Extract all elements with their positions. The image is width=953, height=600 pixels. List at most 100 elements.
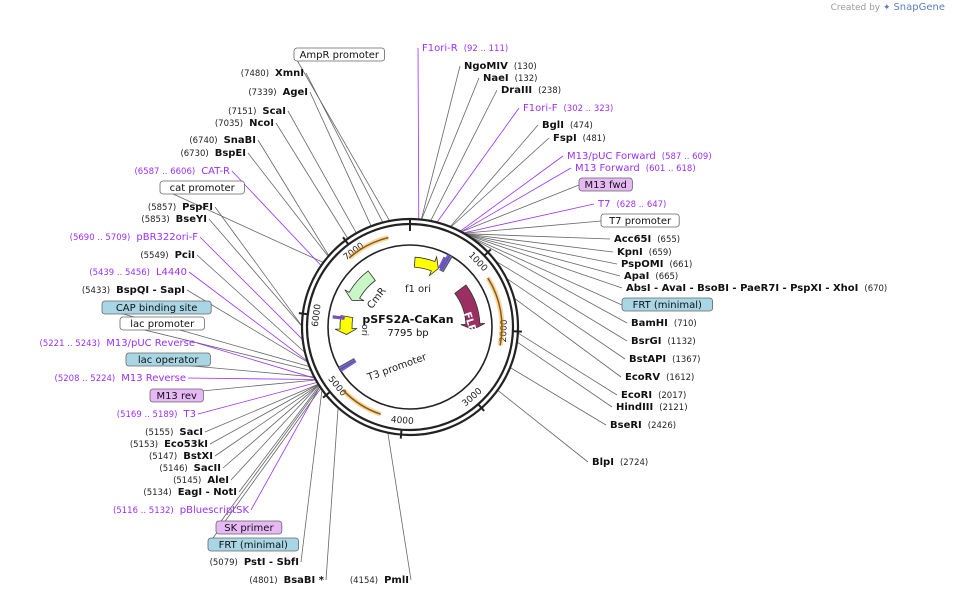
cmr-feature-arrow[interactable] bbox=[344, 270, 376, 302]
map-label-frt-minimal[interactable]: FRT (minimal) bbox=[621, 297, 713, 312]
label-coord: (2121) bbox=[659, 403, 687, 413]
label-name: EcoRV bbox=[625, 372, 660, 383]
map-label-ecorv[interactable]: EcoRV(1612) bbox=[625, 372, 694, 383]
label-coord: (5857) bbox=[148, 203, 176, 213]
orange-arcs bbox=[341, 235, 505, 417]
map-label-saci[interactable]: (5155)SacI bbox=[145, 427, 203, 438]
map-label-t3[interactable]: (5169 .. 5189)T3 bbox=[117, 409, 196, 420]
map-label-m13-puc-reverse[interactable]: (5221 .. 5243)M13/pUC Reverse bbox=[40, 338, 195, 349]
feature-label-box bbox=[578, 177, 633, 192]
mcs-stripe bbox=[442, 256, 453, 273]
map-label-t7[interactable]: T7(628 .. 647) bbox=[597, 199, 666, 210]
map-label-psti-sbfi[interactable]: (5079)PstI - SbfI bbox=[210, 557, 299, 568]
label-name: Eco53kI bbox=[164, 439, 208, 450]
map-label-bseri[interactable]: BseRI(2426) bbox=[610, 420, 676, 431]
primer-label: (5439 .. 5456)L4440 bbox=[89, 267, 187, 278]
map-label-frt-minimal[interactable]: FRT (minimal) bbox=[207, 537, 299, 552]
map-label-hindiii[interactable]: HindIII(2121) bbox=[616, 402, 688, 413]
flp-feature-arrow[interactable] bbox=[454, 284, 486, 331]
map-label-t7-promoter[interactable]: T7 promoter bbox=[600, 213, 680, 228]
map-label-m13-reverse[interactable]: (5208 .. 5224)M13 Reverse bbox=[55, 373, 186, 384]
label-connector bbox=[509, 367, 607, 426]
map-label-lac-promoter[interactable]: lac promoter bbox=[119, 316, 205, 331]
label-coord: (481) bbox=[583, 134, 606, 144]
map-label-ncoi[interactable]: (7035)NcoI bbox=[215, 118, 274, 129]
map-label-l4440[interactable]: (5439 .. 5456)L4440 bbox=[89, 267, 187, 278]
map-label-cat-r[interactable]: (6587 .. 6606)CAT-R bbox=[134, 166, 230, 177]
map-label-bspqi-sapi[interactable]: (5433)BspQI - SapI bbox=[82, 285, 185, 296]
map-label-cap-binding-site[interactable]: CAP binding site bbox=[101, 300, 212, 315]
map-label-m13-rev[interactable]: M13 rev bbox=[149, 388, 204, 403]
f1-ori-feature-arrow[interactable] bbox=[413, 255, 439, 277]
map-label-pspfi[interactable]: (5857)PspFI bbox=[148, 202, 213, 213]
mcs-stripe bbox=[332, 317, 345, 320]
map-label-bsabi[interactable]: (4801)BsaBI * bbox=[249, 575, 324, 586]
feature-label-box bbox=[149, 388, 204, 403]
map-label-pbluescriptsk[interactable]: (5116 .. 5132)pBluescriptSK bbox=[113, 505, 249, 516]
map-label-bsrgi[interactable]: BsrGI(1132) bbox=[631, 336, 696, 347]
map-label-lac-operator[interactable]: lac operator bbox=[125, 352, 211, 367]
map-label-pcii[interactable]: (5549)PciI bbox=[140, 250, 195, 261]
label-connector bbox=[309, 91, 372, 227]
map-label-m13-fwd[interactable]: M13 fwd bbox=[578, 177, 633, 192]
map-label-pbr322ori-f[interactable]: (5690 .. 5709)pBR322ori-F bbox=[70, 232, 199, 243]
map-label-m13-puc-forward[interactable]: M13/pUC Forward(587 .. 609) bbox=[567, 151, 712, 162]
map-label-eco53ki[interactable]: (5153) Eco53kI bbox=[130, 439, 208, 450]
map-label-kpni[interactable]: KpnI(659) bbox=[617, 247, 672, 258]
map-label-f1ori-r[interactable]: F1ori-R(92 .. 111) bbox=[422, 43, 508, 54]
map-label-bamhi[interactable]: BamHI(710) bbox=[631, 318, 697, 329]
map-label-fspi[interactable]: FspI(481) bbox=[553, 133, 606, 144]
map-label-cat-promoter[interactable]: cat promoter bbox=[159, 180, 245, 195]
mcs-stripe bbox=[441, 255, 452, 272]
map-label-ngomiv[interactable]: NgoMIV(130) bbox=[464, 61, 537, 72]
map-label-xmni[interactable]: (7480)XmnI bbox=[241, 68, 304, 79]
label-connector bbox=[188, 271, 308, 362]
map-label-sk-primer[interactable]: SK primer bbox=[215, 520, 283, 535]
label-coord: (5221 .. 5243) bbox=[40, 339, 101, 349]
map-label-bstxi[interactable]: (5147)BstXI bbox=[149, 451, 213, 462]
map-label-ampr-promoter[interactable]: AmpR promoter bbox=[293, 47, 385, 62]
map-label-scai[interactable]: (7151)ScaI bbox=[228, 106, 286, 117]
map-label-acc65i[interactable]: Acc65I(655) bbox=[614, 234, 680, 245]
map-label-naei[interactable]: NaeI(132) bbox=[483, 73, 537, 84]
label-name: BglI bbox=[542, 120, 564, 131]
label-coord: (5146) bbox=[159, 464, 187, 474]
ori-feature-arrow[interactable] bbox=[334, 315, 358, 335]
label-coord: (5153) bbox=[130, 440, 158, 450]
map-label-alei[interactable]: (5145)AleI bbox=[173, 475, 229, 486]
map-label-apai[interactable]: ApaI(665) bbox=[624, 271, 678, 282]
label-connector bbox=[460, 184, 580, 233]
label-name: BspEI bbox=[215, 148, 246, 159]
map-label-m13-forward[interactable]: M13 Forward(601 .. 618) bbox=[575, 163, 696, 174]
mcs-stripe bbox=[332, 316, 345, 320]
map-label-bspei[interactable]: (6730)BspEI bbox=[180, 148, 246, 159]
label-name: NaeI bbox=[483, 73, 509, 84]
plasmid-size: 7795 bp bbox=[387, 328, 428, 339]
map-label-draiii[interactable]: DraIII(238) bbox=[501, 85, 561, 96]
map-label-agei[interactable]: (7339)AgeI bbox=[248, 87, 308, 98]
map-label-pmli[interactable]: (4154)PmlI bbox=[350, 575, 409, 586]
map-label-eagi-noti[interactable]: (5134)EagI - NotI bbox=[143, 487, 237, 498]
label-coord: (5145) bbox=[173, 476, 201, 486]
map-label-snabi[interactable]: (6740)SnaBI bbox=[189, 135, 256, 146]
map-label-ecori[interactable]: EcoRI(2017) bbox=[621, 390, 686, 401]
map-label-pspomi[interactable]: PspOMI(661) bbox=[621, 259, 692, 270]
map-label-blpi[interactable]: BlpI(2724) bbox=[592, 457, 648, 468]
map-label-bseyi[interactable]: (5853)BseYI bbox=[141, 214, 207, 225]
tick-mark bbox=[342, 236, 350, 246]
feature-label-text: SK primer bbox=[224, 523, 274, 534]
label-coord: (710) bbox=[674, 319, 697, 329]
map-label-sacii[interactable]: (5146)SacII bbox=[159, 463, 221, 474]
primer-label: (5221 .. 5243)M13/pUC Reverse bbox=[40, 338, 195, 349]
map-label-bstapi[interactable]: BstAPI(1367) bbox=[629, 354, 700, 365]
map-label-bgli[interactable]: BglI(474) bbox=[542, 120, 593, 131]
map-label-absi-avai-bsobi-paer7i-pspxi-xhoi[interactable]: AbsI - AvaI - BsoBI - PaeR7I - PspXI - X… bbox=[626, 283, 887, 294]
enzyme-site-label: (5147)BstXI bbox=[149, 451, 213, 462]
label-name: BsaBI * bbox=[284, 575, 325, 586]
f1-ori-label: f1 ori bbox=[405, 284, 431, 295]
primer-label: F1ori-R(92 .. 111) bbox=[422, 43, 508, 54]
label-name: T7 bbox=[597, 199, 610, 210]
label-name: PciI bbox=[175, 250, 195, 261]
map-label-f1ori-f[interactable]: F1ori-F(302 .. 323) bbox=[523, 103, 613, 114]
snapgene-app-name: SnapGene bbox=[893, 2, 945, 13]
